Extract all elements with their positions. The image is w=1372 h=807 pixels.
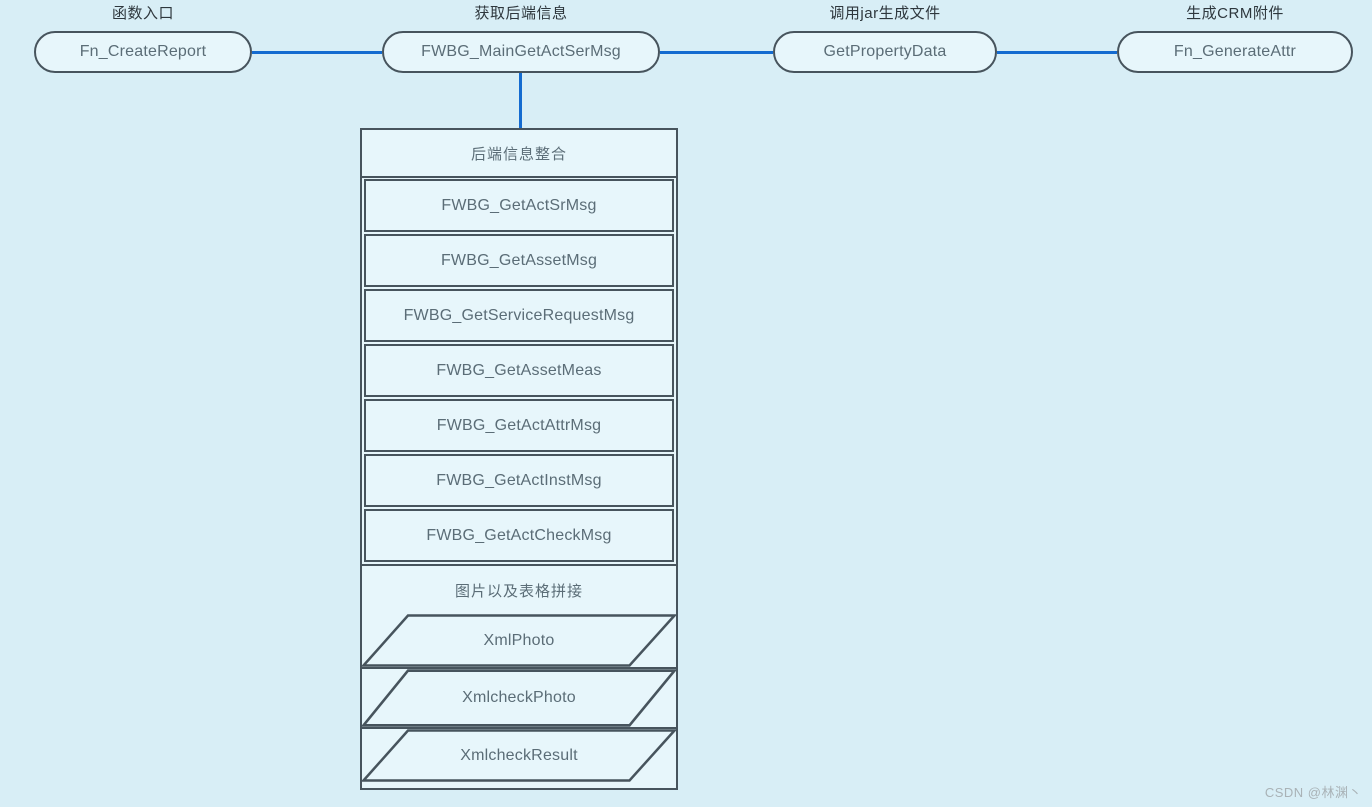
- node-title-entry: 函数入口: [111, 5, 174, 22]
- connector-node2-stack: [519, 73, 522, 128]
- node-fn-generateattr: Fn_GenerateAttr: [1117, 31, 1353, 73]
- stack-item-getactattrmsg: FWBG_GetActAttrMsg: [364, 399, 674, 452]
- parallelogram-label: XmlcheckPhoto: [462, 689, 576, 706]
- stack-item-getactcheckmsg: FWBG_GetActCheckMsg: [364, 509, 674, 562]
- node-title-call-jar: 调用jar生成文件: [829, 5, 941, 22]
- parallelogram-label: XmlPhoto: [483, 631, 555, 649]
- stack-item-getassetmsg: FWBG_GetAssetMsg: [364, 234, 674, 287]
- backend-info-stack: 后端信息整合 FWBG_GetActSrMsg FWBG_GetAssetMsg…: [360, 128, 678, 790]
- parallelogram-shape: [362, 614, 676, 667]
- stack-section2-header: 图片以及表格拼接: [362, 564, 676, 614]
- node-getpropertydata: GetPropertyData: [773, 31, 997, 73]
- parallelogram-xmlcheckresult: XmlcheckResult: [362, 729, 676, 782]
- parallelogram-shape: [362, 729, 676, 782]
- stack-section1-header: 后端信息整合: [362, 130, 676, 178]
- stack-item-getactsrmsg: FWBG_GetActSrMsg: [364, 179, 674, 232]
- connector-node3-node4: [997, 51, 1117, 54]
- parallelogram-xmlcheckphoto: XmlcheckPhoto: [362, 669, 676, 729]
- csdn-watermark: CSDN @林渊丶: [1264, 785, 1362, 800]
- connector-node1-node2: [252, 51, 382, 54]
- node-fn-createreport: Fn_CreateReport: [34, 31, 252, 73]
- parallelogram-shape: [362, 669, 676, 727]
- stack-item-getactinstmsg: FWBG_GetActInstMsg: [364, 454, 674, 507]
- stack-item-getassetmeas: FWBG_GetAssetMeas: [364, 344, 674, 397]
- connector-node2-node3: [660, 51, 773, 54]
- node-title-gen-crm: 生成CRM附件: [1186, 5, 1284, 22]
- node-fwbg-maingetactsermsg: FWBG_MainGetActSerMsg: [382, 31, 660, 73]
- stack-item-getservicerequestmsg: FWBG_GetServiceRequestMsg: [364, 289, 674, 342]
- parallelogram-label: XmlcheckResult: [460, 746, 578, 764]
- node-title-get-backend: 获取后端信息: [474, 5, 568, 22]
- parallelogram-xmlphoto: XmlPhoto: [362, 614, 676, 669]
